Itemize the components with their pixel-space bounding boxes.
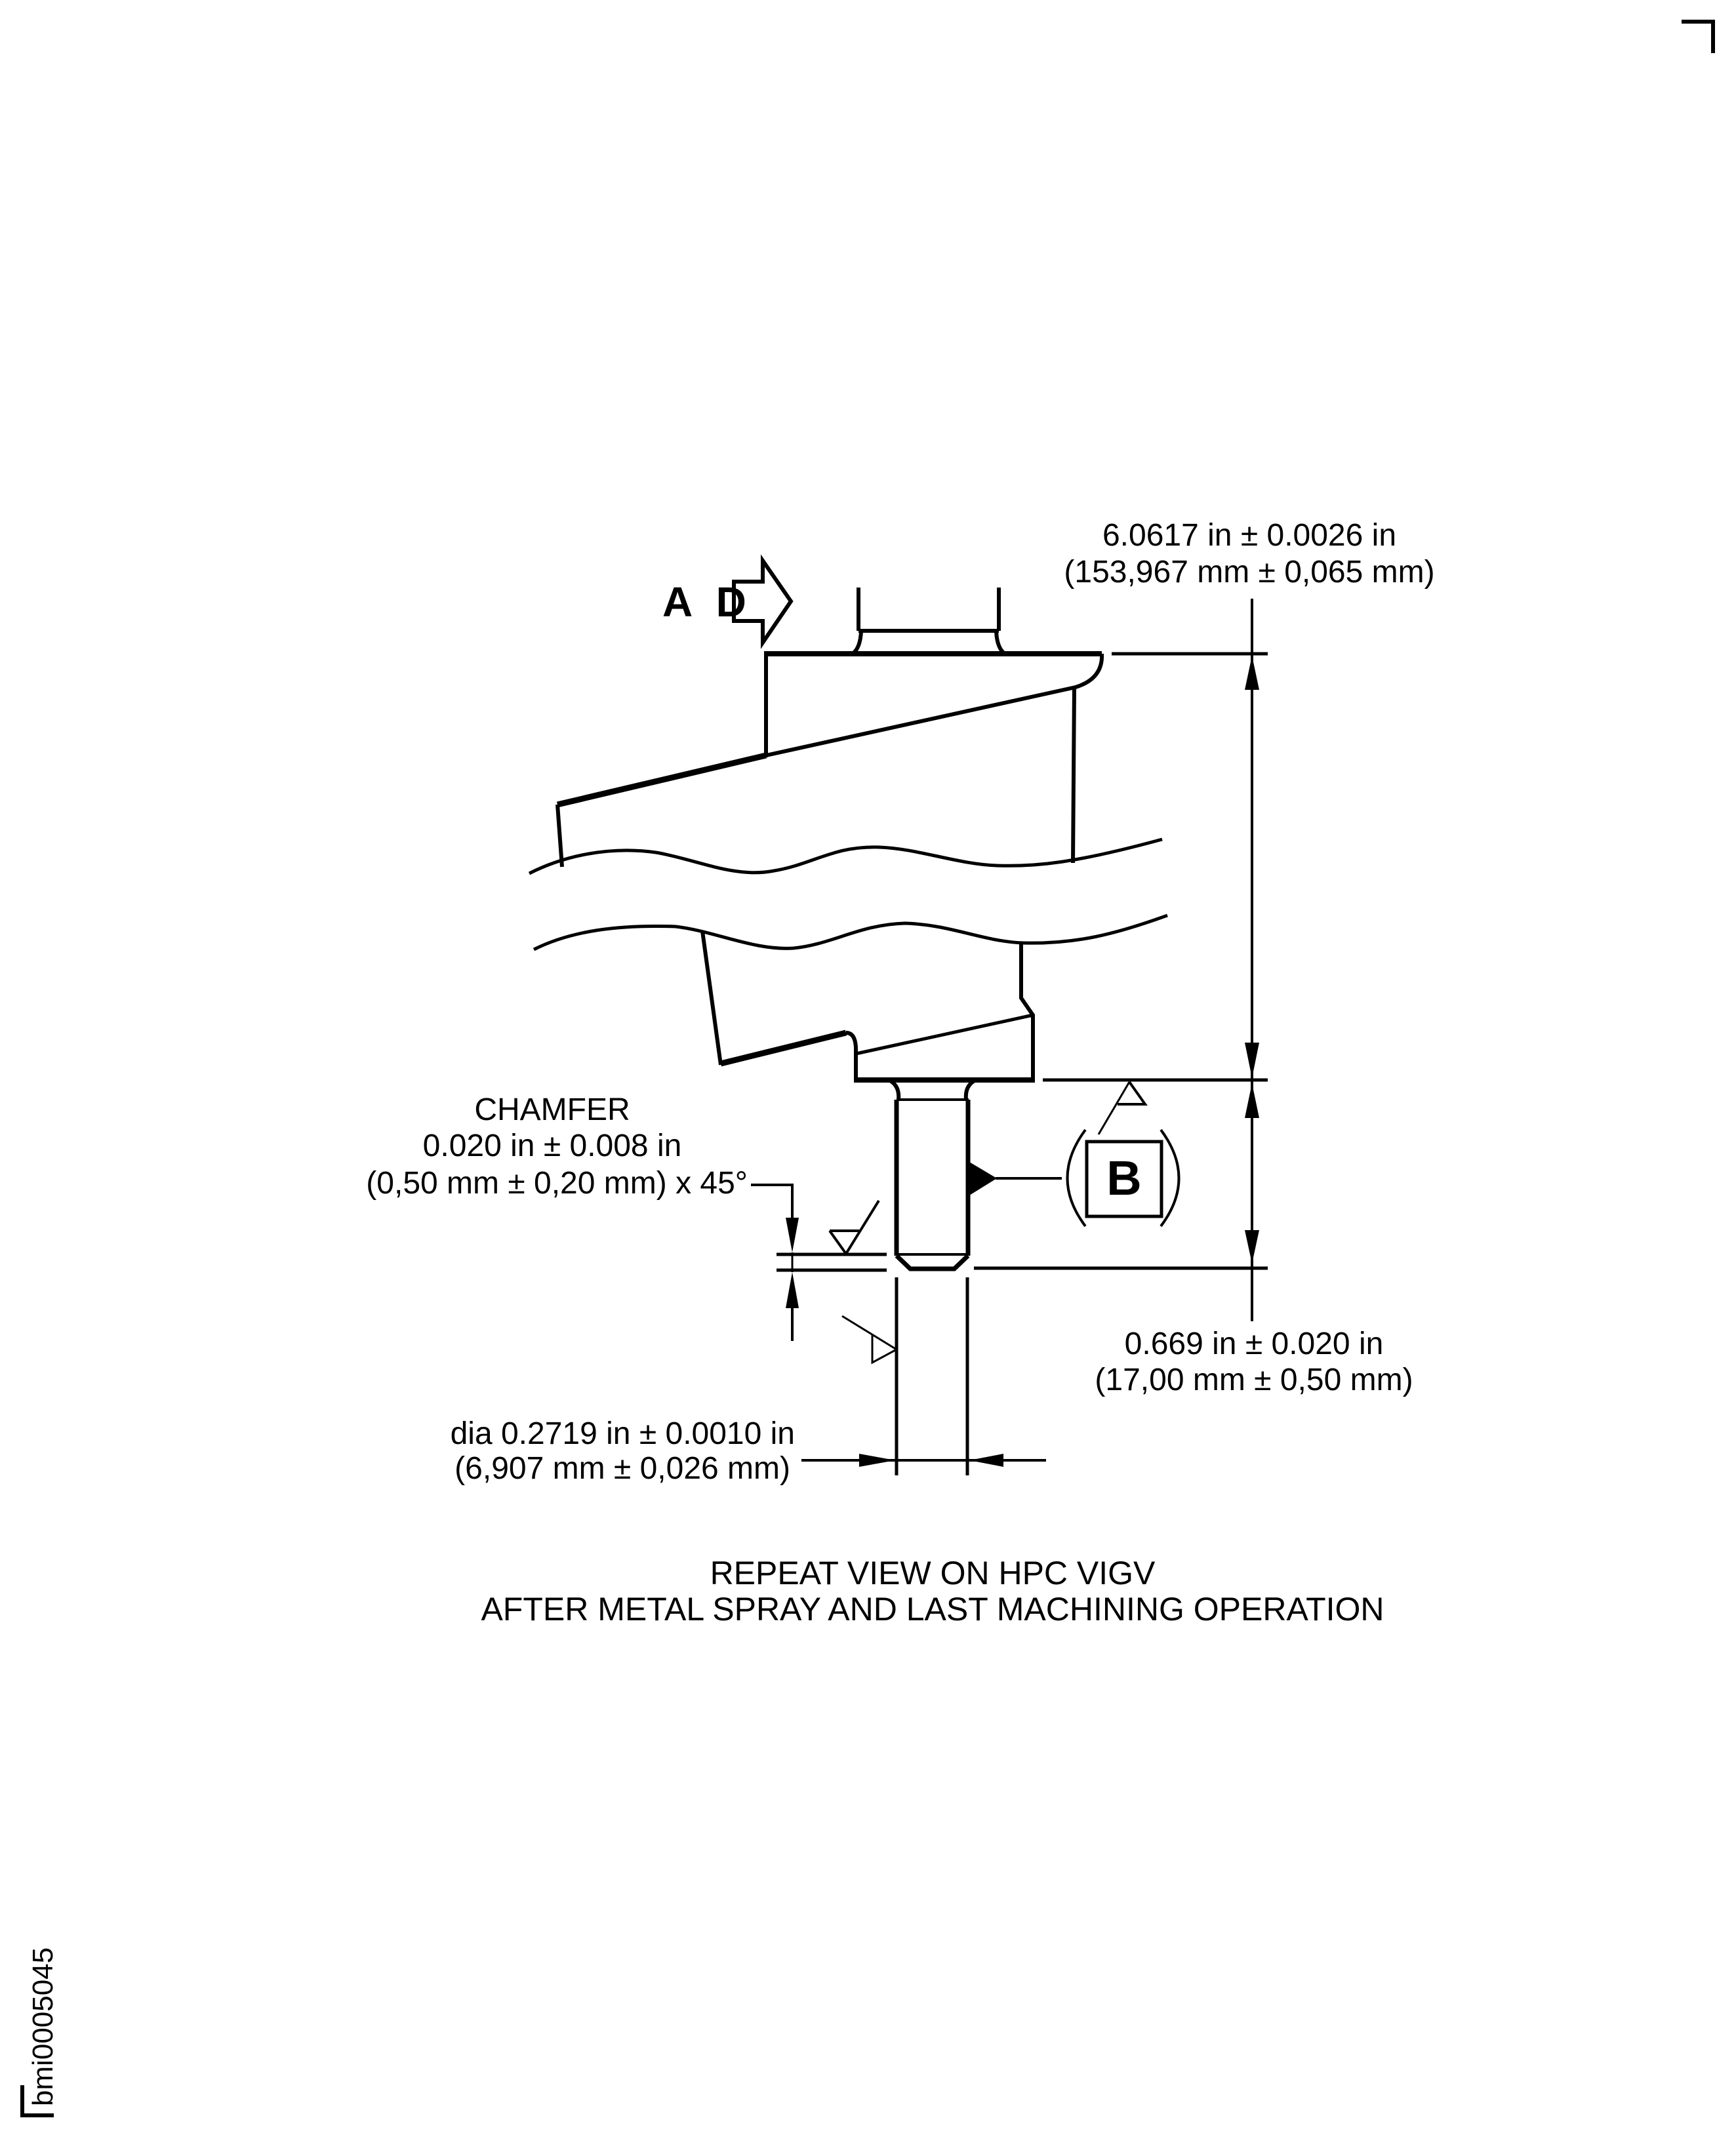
figure-id: bmi0005045 (27, 1947, 59, 2106)
chamfer-dimension (751, 1184, 887, 1341)
datum-box-icon (1085, 1140, 1163, 1218)
surface-finish-icon (828, 1199, 880, 1256)
pin-length-imperial: 0.669 in ± 0.020 in (1125, 1327, 1384, 1361)
pin-diameter-dimension (801, 1277, 1046, 1475)
break-lines (528, 837, 1168, 951)
view-arrow (732, 554, 794, 649)
caption-line-1: REPEAT VIEW ON HPC VIGV (710, 1555, 1156, 1591)
caption-line-2: AFTER METAL SPRAY AND LAST MACHINING OPE… (481, 1591, 1384, 1628)
pin-diameter-metric: (6,907 mm ± 0,026 mm) (454, 1451, 790, 1486)
pin (887, 1078, 977, 1271)
blade-upper-body (555, 651, 1104, 868)
filled-triangle-icon (969, 1162, 997, 1195)
overall-height-dimension (974, 599, 1268, 1321)
blade-lower-body (700, 930, 1035, 1083)
hollow-arrow-right-icon (732, 554, 794, 649)
overall-height-metric: (153,967 mm ± 0,065 mm) (1064, 555, 1434, 589)
corner-mark-top-right (1682, 20, 1715, 53)
pin-diameter-imperial: dia 0.2719 in ± 0.0010 in (451, 1416, 795, 1451)
pin-length-metric: (17,00 mm ± 0,50 mm) (1095, 1363, 1413, 1397)
chamfer-imperial: 0.020 in ± 0.008 in (423, 1128, 682, 1163)
datum-label: B (1106, 1151, 1141, 1205)
datum-b-callout: B (969, 1081, 1181, 1228)
upper-stem (851, 588, 1006, 656)
surface-finish-icon-side (841, 1315, 897, 1365)
corner-mark-bottom-left (20, 2085, 54, 2117)
chamfer-title: CHAMFER (474, 1092, 630, 1127)
view-label: A D (662, 578, 753, 626)
overall-height-imperial: 6.0617 in ± 0.0026 in (1102, 518, 1396, 553)
chamfer-metric: (0,50 mm ± 0,20 mm) x 45° (366, 1166, 748, 1201)
